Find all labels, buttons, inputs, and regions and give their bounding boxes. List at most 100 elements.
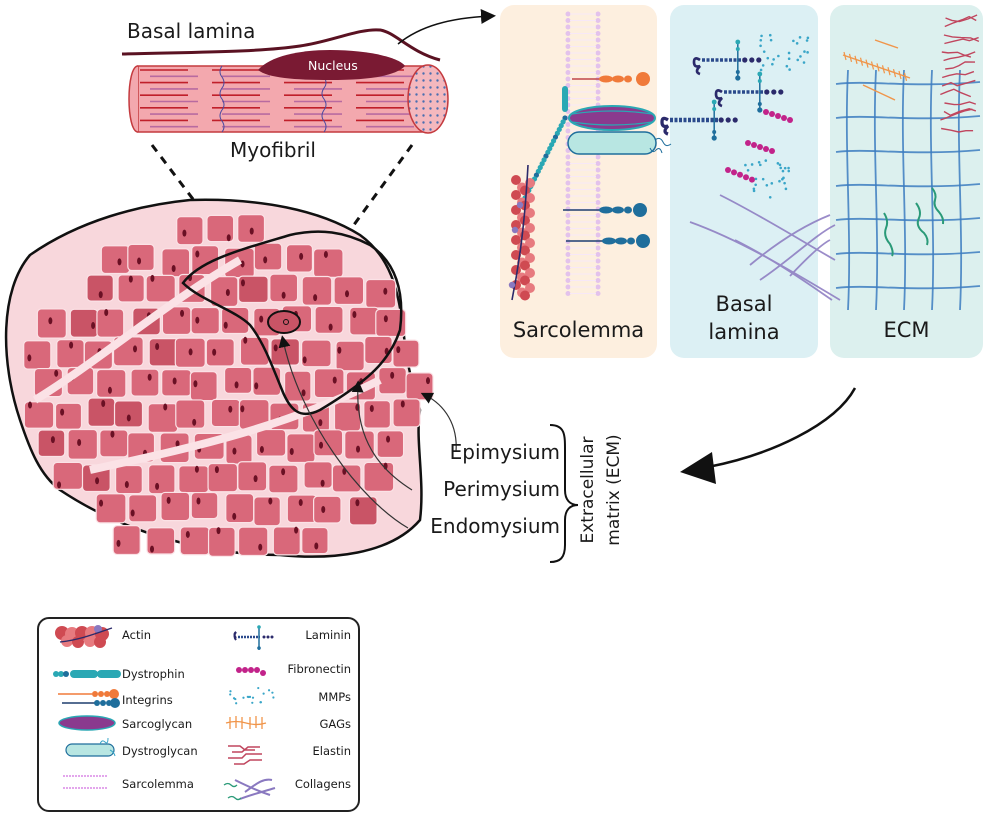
muscle-fiber-cell (313, 495, 342, 524)
panel-basal-lamina-title-line2: lamina (708, 320, 780, 344)
muscle-fiber-cell (179, 526, 210, 556)
fiber-nucleus (281, 468, 286, 476)
fiber-nucleus (195, 250, 200, 258)
muscle-fiber-cell (252, 366, 282, 396)
arrow-panels-to-ecm (707, 387, 857, 469)
fiber-nucleus (69, 341, 74, 349)
legend-sarcoglycan-icon (58, 715, 116, 731)
muscle-fiber-cell (237, 461, 268, 492)
fiber-nucleus (386, 435, 391, 443)
epimysium-label: Epimysium (449, 440, 560, 464)
muscle-fiber-cell (96, 368, 127, 398)
legend-label-laminin: Laminin (305, 628, 351, 642)
panel-ecm-title: ECM (883, 318, 930, 342)
legend-integrins-icon (58, 689, 120, 708)
muscle-fiber-cell (363, 461, 395, 492)
muscle-fiber-cell (23, 340, 52, 370)
muscle-fiber-cell (313, 429, 344, 457)
nucleus-shape (258, 50, 405, 80)
fiber-nucleus (54, 369, 59, 377)
fiber-nucleus (216, 527, 221, 535)
muscle-fiber-cell (145, 274, 176, 303)
muscle-fiber-cell (100, 245, 131, 275)
muscle-fiber-cell (128, 494, 158, 523)
fiber-nucleus (194, 465, 199, 473)
muscle-fiber-cell (146, 527, 176, 555)
fiber-nucleus (180, 309, 185, 317)
fiber-nucleus (155, 482, 160, 490)
panel-sarcolemma-title: Sarcolemma (512, 318, 645, 342)
legend-label-fibronectin: Fibronectin (287, 662, 351, 676)
fiber-nucleus (147, 373, 152, 381)
fiber-nucleus (243, 336, 248, 344)
fiber-nucleus (281, 291, 286, 299)
panel-basal-lamina-title-line1: Basal (715, 292, 773, 316)
muscle-fiber-cell (205, 338, 235, 367)
fiber-nucleus (124, 481, 129, 489)
fiber-nucleus (301, 389, 306, 397)
fiber-nucleus (253, 475, 258, 483)
fiber-nucleus (214, 466, 219, 474)
fiber-nucleus (99, 499, 104, 507)
muscle-fiber-cell (268, 464, 299, 494)
legend-label-sarcolemma: Sarcolemma (122, 777, 194, 791)
muscle-fiber-cell (286, 433, 316, 464)
muscle-fiber-cell (363, 400, 392, 429)
muscle-fiber-cell (161, 248, 191, 278)
fiber-nucleus (172, 377, 177, 385)
fiber-nucleus (166, 496, 171, 504)
fiber-nucleus (232, 512, 237, 520)
fiber-nucleus (182, 229, 187, 237)
legend-elastin-icon (228, 745, 262, 765)
fiber-nucleus (226, 234, 231, 242)
legend-laminin-icon (233, 625, 274, 650)
muscle-fiber-cell (207, 462, 239, 493)
gags-branches (843, 51, 908, 82)
muscle-fiber-cell (313, 368, 345, 399)
muscle-fiber-cell (210, 398, 241, 428)
muscle-fiber-cell (253, 496, 281, 527)
fiber-nucleus (259, 445, 264, 453)
fiber-nucleus (228, 405, 233, 413)
fiber-nucleus (232, 447, 237, 455)
muscle-fiber-cell (127, 243, 155, 272)
fiber-nucleus (116, 539, 121, 547)
muscle-fiber-cell (253, 242, 283, 271)
muscle-fiber-cell (225, 493, 255, 524)
arrow-endomysium (278, 335, 409, 529)
muscle-fiber-cell (286, 494, 318, 524)
fiber-nucleus (254, 382, 259, 390)
myofibril-cross-section (407, 64, 449, 134)
legend-label-dystrophin: Dystrophin (122, 667, 185, 681)
muscle-fiber-cell (67, 428, 99, 460)
fiber-nucleus (240, 405, 245, 413)
fiber-nucleus (196, 497, 201, 505)
legend-label-elastin: Elastin (312, 744, 352, 758)
legend-label-sarcoglycan: Sarcoglycan (122, 717, 193, 731)
muscle-fiber-cell (269, 273, 299, 303)
muscle-fiber-cell (176, 216, 204, 246)
legend-dystroglycan-icon (65, 737, 116, 757)
fiber-nucleus (328, 323, 333, 331)
fiber-nucleus (318, 419, 323, 427)
muscle-fiber-cell (272, 526, 301, 556)
muscle-fiber-cell (117, 274, 145, 303)
muscle-fiber-cell (378, 366, 407, 395)
fiber-nucleus (110, 430, 115, 438)
arrow-epimysium (420, 392, 457, 453)
fiber-nucleus (171, 264, 176, 272)
arrow-to-panels (397, 8, 496, 45)
legend-dystrophin-icon (53, 670, 121, 678)
fiber-nucleus (126, 414, 131, 422)
fiber-nucleus (425, 377, 430, 385)
fiber-nucleus (155, 343, 160, 351)
fiber-nucleus (175, 440, 180, 448)
fiber-nucleus (130, 509, 135, 517)
muscle-fiber-cell (114, 464, 143, 495)
fiber-nucleus (258, 543, 263, 551)
fiber-nucleus (60, 408, 65, 416)
fiber-nucleus (323, 250, 328, 258)
fiber-nucleus (185, 530, 190, 538)
muscle-fiber-cell (270, 338, 301, 366)
muscle-fiber-cell (333, 276, 365, 306)
